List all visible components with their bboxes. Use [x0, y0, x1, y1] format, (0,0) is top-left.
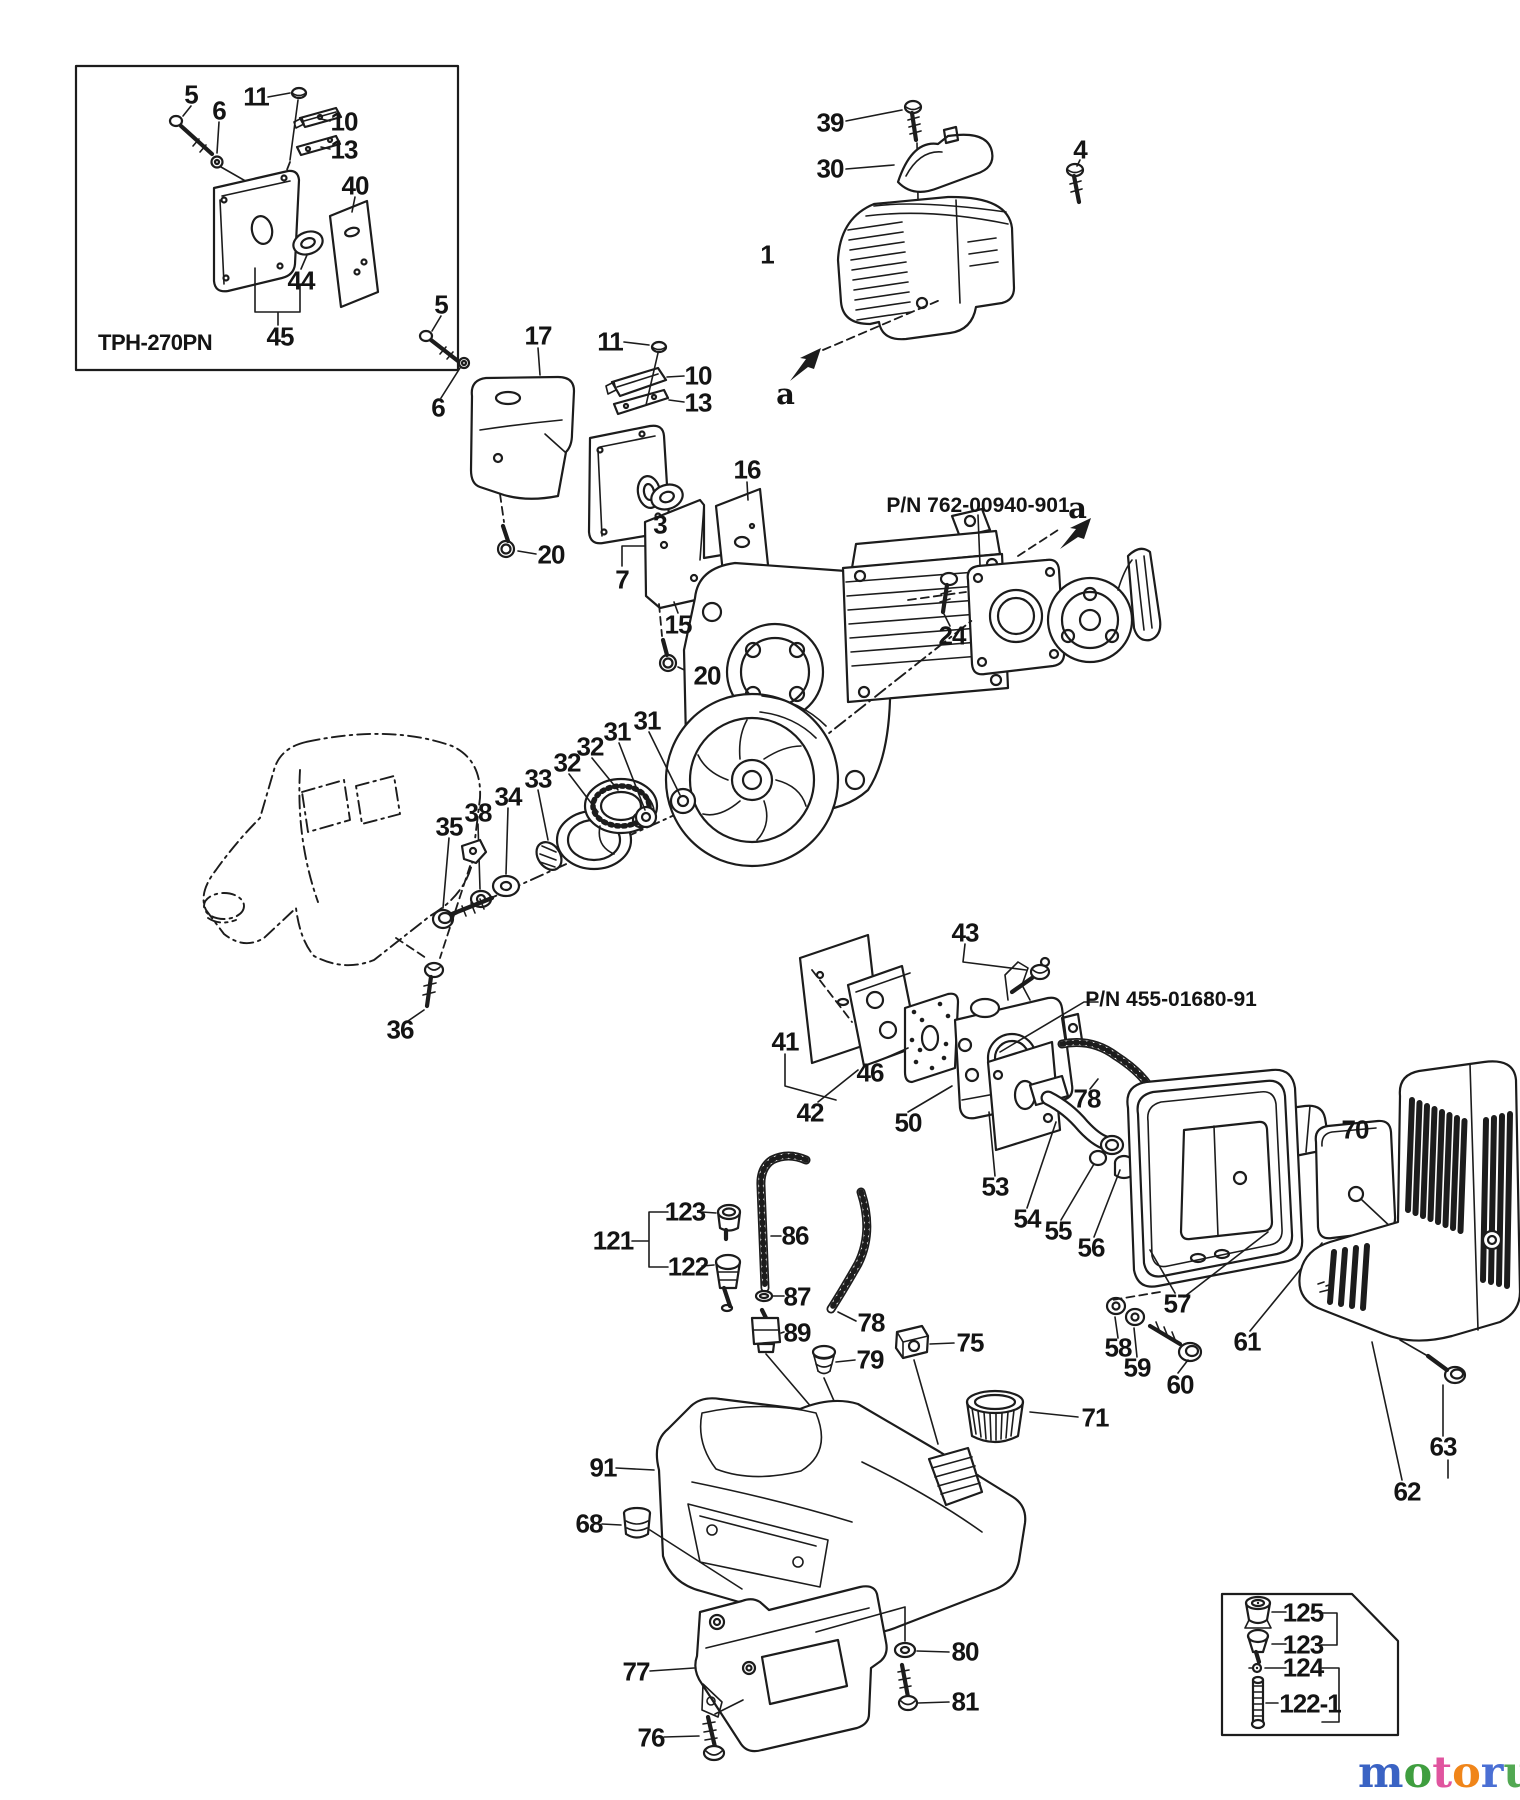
callout-33: 33 — [524, 763, 553, 794]
callout-34: 34 — [494, 781, 523, 812]
callout-89: 89 — [783, 1317, 812, 1348]
callout-122: 122 — [667, 1251, 709, 1282]
callout-80: 80 — [951, 1636, 980, 1667]
callout-44: 44 — [287, 265, 316, 296]
callout-122-1: 122-1 — [1279, 1688, 1341, 1719]
callout-15: 15 — [664, 609, 693, 640]
callout-87: 87 — [783, 1281, 812, 1312]
callout-123: 123 — [1282, 1629, 1324, 1660]
motoruf-watermark: motoruf.de — [1358, 1748, 1520, 1798]
callout-32: 32 — [576, 731, 605, 762]
callout-60: 60 — [1166, 1369, 1195, 1400]
callout-6: 6 — [431, 392, 446, 423]
model-label: TPH-270PN — [98, 330, 213, 355]
callout-77: 77 — [622, 1656, 651, 1687]
callout-50: 50 — [894, 1107, 923, 1138]
callout-10: 10 — [684, 360, 713, 391]
callout-32: 32 — [553, 747, 582, 778]
callout-63: 63 — [1429, 1431, 1458, 1462]
callout-86: 86 — [781, 1220, 810, 1251]
callout-41: 41 — [771, 1026, 800, 1057]
callout-20: 20 — [693, 660, 722, 691]
inset-box-top-left — [74, 64, 471, 399]
callout-24: 24 — [938, 620, 967, 651]
callout-17: 17 — [524, 320, 553, 351]
callout-30: 30 — [816, 153, 845, 184]
callout-76: 76 — [637, 1722, 666, 1753]
callout-123: 123 — [664, 1196, 706, 1227]
fuel-tank — [601, 1389, 1079, 1636]
callout-36: 36 — [386, 1014, 415, 1045]
callout-43: 43 — [951, 917, 980, 948]
callout-57: 57 — [1163, 1288, 1192, 1319]
callout-125: 125 — [1282, 1597, 1324, 1628]
callout-5: 5 — [184, 79, 199, 110]
callout-11: 11 — [597, 326, 623, 357]
engine-cover-assembly — [790, 99, 1085, 381]
callout-78: 78 — [857, 1307, 886, 1338]
callout-45: 45 — [266, 321, 295, 352]
callout-5: 5 — [434, 289, 449, 320]
muffler-assembly — [469, 340, 772, 675]
callout-78: 78 — [1073, 1083, 1102, 1114]
fuel-system-parts — [631, 1151, 955, 1451]
callout-13: 13 — [330, 134, 359, 165]
callout-20: 20 — [537, 539, 566, 570]
callout-13: 13 — [684, 387, 713, 418]
callout-56: 56 — [1077, 1232, 1106, 1263]
callout-6: 6 — [212, 95, 227, 126]
callout-11: 11 — [243, 81, 269, 112]
callout-P/N 762-00940-901: P/N 762-00940-901 — [886, 494, 1070, 517]
callout-16: 16 — [733, 454, 762, 485]
callout-3: 3 — [653, 509, 668, 540]
callout-P/N 455-01680-91: P/N 455-01680-91 — [1085, 988, 1257, 1011]
flywheel-clutch-assembly — [431, 617, 976, 930]
callout-59: 59 — [1123, 1352, 1152, 1383]
callout-31: 31 — [603, 716, 632, 747]
callout-58: 58 — [1104, 1332, 1133, 1363]
callout-79: 79 — [856, 1344, 885, 1375]
callout-1: 1 — [760, 239, 775, 270]
callout-38: 38 — [464, 797, 493, 828]
inset-box-bottom-right — [1220, 1592, 1400, 1737]
callout-10: 10 — [330, 106, 359, 137]
callout-a: a — [776, 377, 795, 411]
callout-68: 68 — [575, 1508, 604, 1539]
motoruf-logo-text: motoruf — [1358, 1748, 1520, 1798]
callout-35: 35 — [435, 811, 464, 842]
callout-42: 42 — [796, 1097, 825, 1128]
callout-53: 53 — [981, 1171, 1010, 1202]
callout-61: 61 — [1233, 1326, 1262, 1357]
callout-91: 91 — [589, 1452, 618, 1483]
callout-75: 75 — [956, 1327, 985, 1358]
callout-81: 81 — [951, 1686, 980, 1717]
callout-7: 7 — [615, 564, 630, 595]
callout-40: 40 — [341, 170, 370, 201]
callout-70: 70 — [1341, 1114, 1370, 1145]
blower-housing-phantom — [202, 732, 488, 1022]
callout-31: 31 — [633, 705, 662, 736]
callout-55: 55 — [1044, 1215, 1073, 1246]
callout-124: 124 — [1282, 1652, 1324, 1683]
callout-39: 39 — [816, 107, 845, 138]
engine-cylinder-crankcase — [682, 507, 1162, 812]
callout-a: a — [1068, 491, 1087, 525]
callout-4: 4 — [1073, 134, 1088, 165]
callout-46: 46 — [856, 1057, 885, 1088]
air-filter-starter-assembly — [986, 1040, 1520, 1481]
callout-71: 71 — [1081, 1402, 1110, 1433]
callout-54: 54 — [1013, 1203, 1042, 1234]
callout-121: 121 — [592, 1225, 634, 1256]
tank-guard-assembly — [649, 1585, 950, 1762]
callout-62: 62 — [1393, 1476, 1422, 1507]
